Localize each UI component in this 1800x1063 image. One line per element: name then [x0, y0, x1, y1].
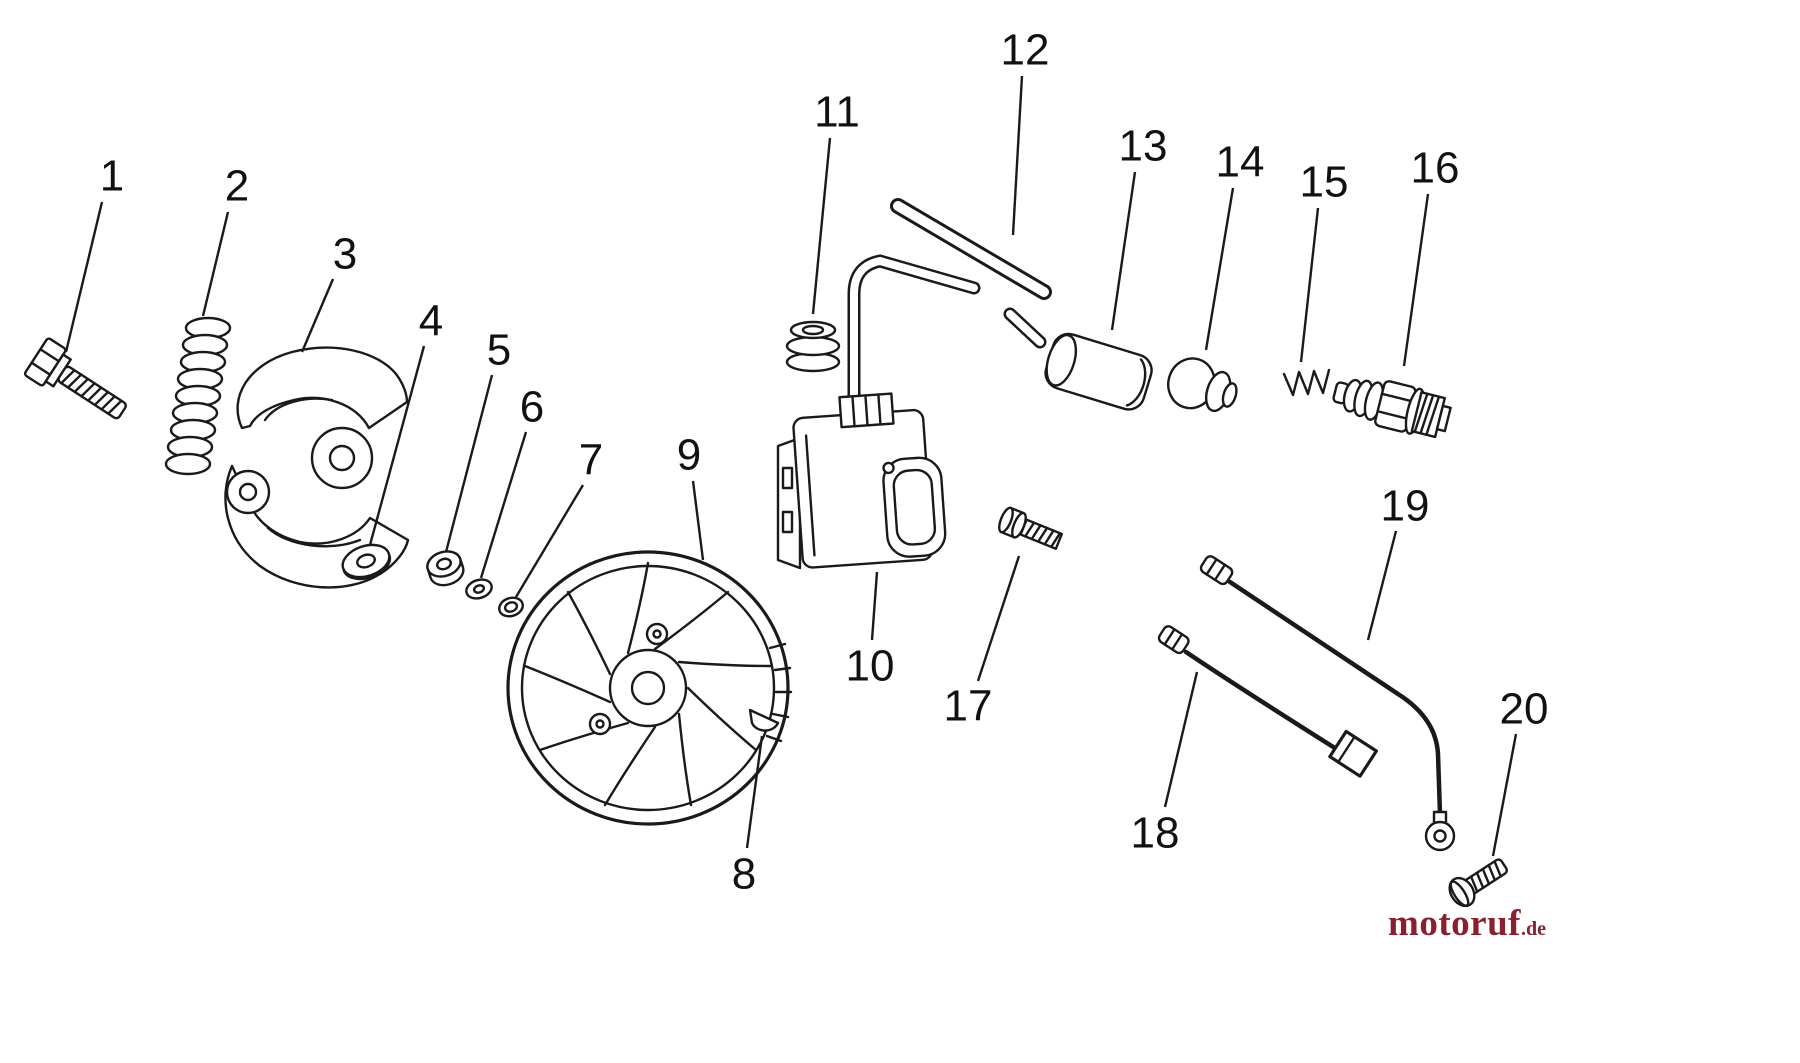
- part-grommet-stack: [785, 320, 841, 373]
- part-washer-large: [341, 543, 392, 581]
- leader-line-6: [479, 431, 528, 579]
- callout-1: 1: [100, 152, 124, 201]
- callout-5: 5: [487, 326, 511, 375]
- callout-12: 12: [1001, 26, 1050, 75]
- part-spark-plug-boot: [1044, 332, 1153, 411]
- leader-line-3: [300, 278, 335, 353]
- callout-20: 20: [1500, 685, 1549, 734]
- part-ground-wire: [1199, 555, 1456, 852]
- leader-line-11: [811, 137, 832, 315]
- part-flywheel: [506, 550, 793, 826]
- leader-line-4: [368, 345, 426, 546]
- part-washer-medium: [465, 578, 493, 600]
- part-spark-plug: [1332, 378, 1452, 439]
- leader-line-10: [870, 571, 879, 641]
- part-hex-bolt: [23, 337, 127, 420]
- callout-11: 11: [814, 88, 860, 137]
- callout-19: 19: [1381, 482, 1430, 531]
- callout-17: 17: [944, 682, 993, 731]
- callout-8: 8: [732, 850, 756, 899]
- leader-line-15: [1299, 207, 1320, 363]
- part-fuel-line: [890, 198, 1052, 349]
- watermark-motoruf: motoruf.de: [1388, 902, 1546, 945]
- leader-line-16: [1402, 193, 1430, 367]
- leader-line-13: [1110, 171, 1137, 331]
- part-ignition-coil: [776, 254, 981, 570]
- leader-line-2: [201, 211, 230, 317]
- callout-9: 9: [677, 431, 701, 480]
- leader-line-5: [444, 374, 494, 553]
- leader-line-1: [64, 201, 104, 353]
- part-nut: [426, 550, 465, 587]
- callout-13: 13: [1119, 122, 1168, 171]
- part-coil-bolt: [998, 506, 1064, 550]
- part-terminal-spring: [1282, 368, 1331, 397]
- part-washer-small: [498, 596, 524, 618]
- part-clutch-spring: [164, 316, 232, 476]
- callout-6: 6: [520, 383, 544, 432]
- leader-line-17: [976, 555, 1021, 682]
- callout-15: 15: [1300, 158, 1349, 207]
- part-woodruff-key: [748, 708, 780, 732]
- callout-7: 7: [579, 436, 603, 485]
- callout-4: 4: [419, 297, 443, 346]
- callout-10: 10: [846, 642, 895, 691]
- leader-line-14: [1204, 187, 1235, 351]
- leader-line-7: [514, 484, 585, 598]
- watermark-brand: motoruf: [1388, 903, 1521, 944]
- leader-line-20: [1491, 733, 1518, 857]
- callout-16: 16: [1411, 144, 1460, 193]
- part-short-lead-wire: [1157, 625, 1378, 778]
- part-ground-screw: [1448, 858, 1508, 908]
- callout-14: 14: [1216, 138, 1265, 187]
- leader-line-19: [1366, 530, 1398, 641]
- callout-18: 18: [1131, 809, 1180, 858]
- watermark-tld: .de: [1520, 918, 1546, 940]
- callout-3: 3: [333, 230, 357, 279]
- callout-2: 2: [225, 162, 249, 211]
- leader-line-9: [691, 480, 705, 561]
- leader-line-8: [745, 735, 764, 849]
- leader-line-12: [1011, 75, 1024, 236]
- leader-line-18: [1163, 671, 1199, 808]
- part-boot-grommet: [1167, 357, 1238, 413]
